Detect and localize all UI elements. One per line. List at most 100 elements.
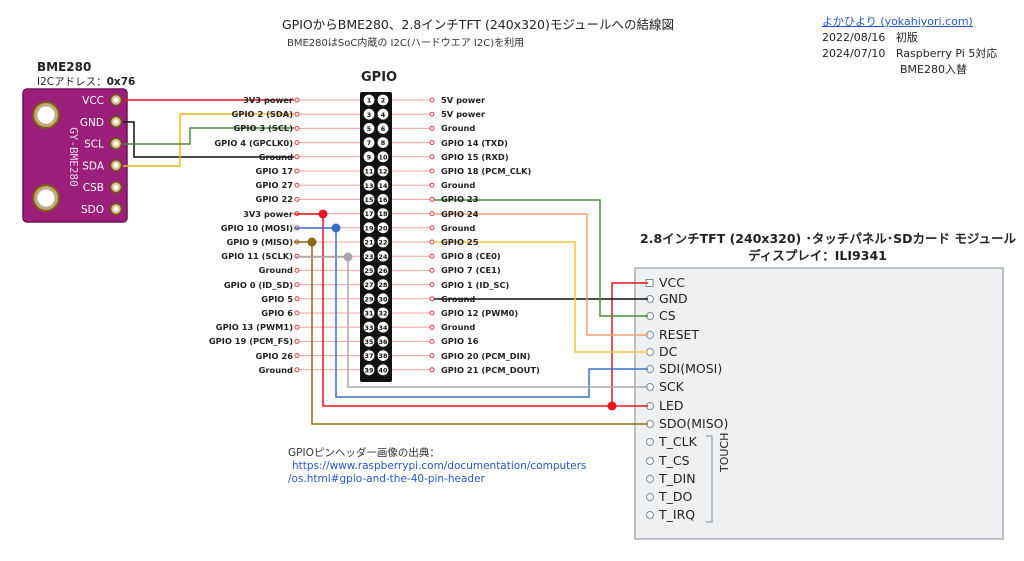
- gpio-left-label: GPIO 3 (SCL): [233, 123, 293, 134]
- gpio-left-label: GPIO 26: [255, 350, 293, 361]
- gpio-right-label: GPIO 12 (PWM0): [441, 308, 519, 318]
- header-pin-icon: [363, 179, 375, 191]
- header-pin-number: 28: [379, 281, 388, 289]
- bme280-pin-csb: CSB: [83, 182, 104, 194]
- header-pin-icon: [377, 108, 389, 120]
- junction-dot: [331, 223, 341, 233]
- header-pin-number: 22: [379, 239, 388, 247]
- wire-bme-gnd: [123, 121, 294, 158]
- header-pin-icon: [377, 151, 389, 163]
- bme280-address: I2Cアドレス：0x76: [37, 76, 136, 88]
- gpio-right-label: Ground: [441, 123, 476, 134]
- gpio-left-label: 3V3 power: [243, 208, 293, 219]
- tft-pin-label: SDI(MOSI): [659, 361, 723, 376]
- header-pin-number: 17: [365, 210, 374, 218]
- gpio-left-label: GPIO 6: [261, 308, 293, 318]
- bme280-pin-vcc: VCC: [82, 95, 104, 107]
- wire-tft-sck: [294, 256, 648, 388]
- junction-dot: [318, 209, 328, 219]
- touch-label: TOUCH: [718, 432, 731, 472]
- header-pin-number: 11: [365, 168, 374, 176]
- header-pin-number: 36: [379, 338, 388, 346]
- gpio-left-label: GPIO 22: [255, 194, 293, 205]
- gpio-right-label: GPIO 24: [441, 208, 479, 219]
- gpio-right-label: Ground: [441, 293, 476, 304]
- header-pin-number: 12: [379, 168, 388, 176]
- gpio-right-label: GPIO 23: [441, 194, 479, 205]
- wire-bme-scl: [123, 127, 294, 145]
- header-pin-number: 40: [379, 366, 388, 374]
- revision-info: よかひより (yokahiyori.com) 2022/08/16 初版 202…: [822, 14, 997, 78]
- header-pin-number: 34: [379, 324, 388, 332]
- gpio-right-label: GPIO 21 (PCM_DOUT): [441, 364, 540, 375]
- history-row: 2022/08/16 初版: [822, 31, 918, 44]
- header-pin-icon: [363, 151, 375, 163]
- header-pin-number: 27: [365, 281, 374, 289]
- gpio-left-label: GPIO 27: [255, 180, 293, 191]
- gpio-right-label: GPIO 18 (PCM_CLK): [441, 166, 532, 176]
- page-title: GPIOからBME280、2.8インチTFT (240x320)モジュールへの結…: [282, 17, 674, 32]
- header-pin-icon: [377, 179, 389, 191]
- header-pin-number: 10: [379, 153, 388, 161]
- header-pin-number: 6: [381, 125, 386, 133]
- header-pin-number: 23: [365, 253, 374, 261]
- gpio-right-label: Ground: [441, 180, 476, 191]
- gpio-right-label: GPIO 1 (ID_SC): [441, 279, 510, 290]
- header-pin-icon: [363, 137, 375, 149]
- author-link[interactable]: よかひより (yokahiyori.com): [822, 15, 973, 28]
- gpio-left-label: GPIO 13 (PWM1): [215, 322, 293, 333]
- board-silkscreen: GY-BME280: [67, 127, 80, 187]
- header-pin-number: 32: [379, 310, 388, 318]
- gpio-right-label: GPIO 7 (CE1): [441, 265, 501, 276]
- header-pin-icon: [377, 250, 389, 262]
- tft-pin-icon: [646, 475, 654, 483]
- header-pin-icon: [377, 165, 389, 177]
- tft-pin-label: T_CS: [659, 453, 690, 468]
- header-pin-number: 3: [367, 111, 371, 119]
- header-pin-icon: [363, 350, 375, 361]
- header-pin-icon: [363, 336, 375, 347]
- tft-pin-icon: [646, 493, 654, 501]
- gpio-right-label: GPIO 25: [441, 237, 479, 247]
- gpio-left-label: GPIO 4 (GPCLK0): [214, 137, 293, 148]
- header-pin-number: 24: [379, 253, 388, 261]
- tft-pin-icon: [646, 438, 654, 446]
- gpio-right-label: Ground: [441, 322, 476, 333]
- header-pin-icon: [363, 279, 375, 290]
- header-pin-icon: [377, 236, 389, 248]
- header-pin-icon: [363, 265, 375, 276]
- tft-pin-label: GND: [659, 291, 688, 306]
- source-link-line2[interactable]: /os.html#gpio-and-the-40-pin-header: [288, 473, 485, 485]
- header-pin-number: 19: [365, 224, 374, 232]
- tft-pin-label: SCK: [659, 379, 684, 394]
- header-pin-icon: [377, 307, 389, 319]
- header-pin-icon: [363, 250, 375, 262]
- junction-dot: [307, 237, 317, 247]
- gpio-right-label: GPIO 8 (CE0): [441, 251, 501, 262]
- source-link-line1[interactable]: https://www.raspberrypi.com/documentatio…: [292, 460, 587, 472]
- header-pin-icon: [363, 293, 375, 305]
- gpio-left-label: GPIO 17: [255, 166, 293, 176]
- header-pin-icon: [363, 122, 375, 134]
- gpio-left-label: 3V3 power: [243, 95, 293, 105]
- tft-pin-label: T_DIN: [659, 471, 696, 486]
- header-pin-number: 25: [365, 267, 374, 275]
- wire-tft-reset: [434, 213, 648, 336]
- header-pin-icon: [377, 94, 389, 106]
- tft-pin-icon: [646, 457, 654, 465]
- header-pin-number: 15: [365, 196, 374, 204]
- header-pin-icon: [363, 307, 375, 319]
- header-pin-number: 7: [367, 139, 371, 147]
- gpio-right-label: GPIO 20 (PCM_DIN): [441, 350, 531, 361]
- header-pin-number: 31: [365, 310, 374, 318]
- tft-pin-label: CS: [659, 308, 676, 323]
- tft-pin-label: SDO(MISO): [659, 416, 729, 431]
- header-pin-icon: [363, 321, 375, 333]
- touch-bracket: [706, 435, 713, 523]
- header-pin-icon: [363, 222, 375, 234]
- header-pin-icon: [363, 364, 375, 376]
- bme280-pin-sdo: SDO: [81, 204, 104, 216]
- gpio-left-label: GPIO 2 (SDA): [231, 109, 293, 120]
